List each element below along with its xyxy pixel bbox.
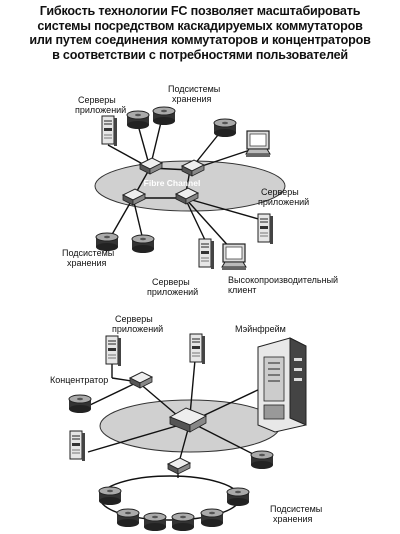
label-servers: Серверы [78,95,116,105]
server-tower-icon [257,213,274,245]
server-tower-icon [69,430,86,462]
disk-storage-icon [143,512,167,532]
label-servers: Серверы [152,277,190,287]
disk-storage-icon [126,110,150,130]
label-client: Высокопроизводительный [228,275,338,285]
label-servers: Серверы [261,187,299,197]
label-storage: Подсистемы [62,248,114,258]
disk-storage-icon [116,508,140,528]
hub-icon [129,371,153,389]
bottom-network-diagram: Серверы приложений Мэйнфрейм Концентрато… [50,314,322,532]
server-tower-icon [198,238,215,270]
title-line: или путем соединения коммутаторов и конц… [29,33,371,47]
top-network-diagram: Fibre Channel Серверы приложений Подсист… [62,84,338,297]
client-workstation-icon [221,243,247,271]
disk-storage-icon [250,450,274,470]
server-tower-icon [105,335,122,367]
label-storage: хранения [273,514,312,524]
disk-storage-icon [131,234,155,254]
disk-storage-icon [200,508,224,528]
disk-storage-icon [98,486,122,506]
label-storage: хранения [67,258,106,268]
label-client: клиент [228,285,256,295]
title-line: Гибкость технологии FC позволяет масштаб… [39,4,361,18]
server-tower-icon [189,333,206,365]
label-mainframe: Мэйнфрейм [235,324,286,334]
disk-storage-icon [68,394,92,414]
disk-storage-icon [171,512,195,532]
label-servers: приложений [147,287,198,297]
disk-storage-icon [213,118,237,138]
fibre-channel-label: Fibre Channel [144,178,201,188]
label-servers: приложений [75,105,126,115]
hub-icon [167,457,191,475]
diagram-title: Гибкость технологии FC позволяет масштаб… [0,4,400,62]
label-servers: приложений [112,324,163,334]
label-storage: Подсистемы [270,504,322,514]
switch-icon [168,407,208,433]
title-line: системы посредством каскадируемых коммут… [37,18,363,33]
label-servers: приложений [258,197,309,207]
label-storage: хранения [172,94,211,104]
mainframe-icon [257,337,307,433]
label-storage: Подсистемы [168,84,220,94]
label-hub: Концентратор [50,375,108,385]
server-tower-icon [101,115,118,147]
label-servers: Серверы [115,314,153,324]
title-line: в соответствии с потребностями пользоват… [52,47,348,62]
workstation-icon [245,130,271,158]
disk-storage-icon [152,106,176,126]
disk-storage-icon [226,487,250,507]
